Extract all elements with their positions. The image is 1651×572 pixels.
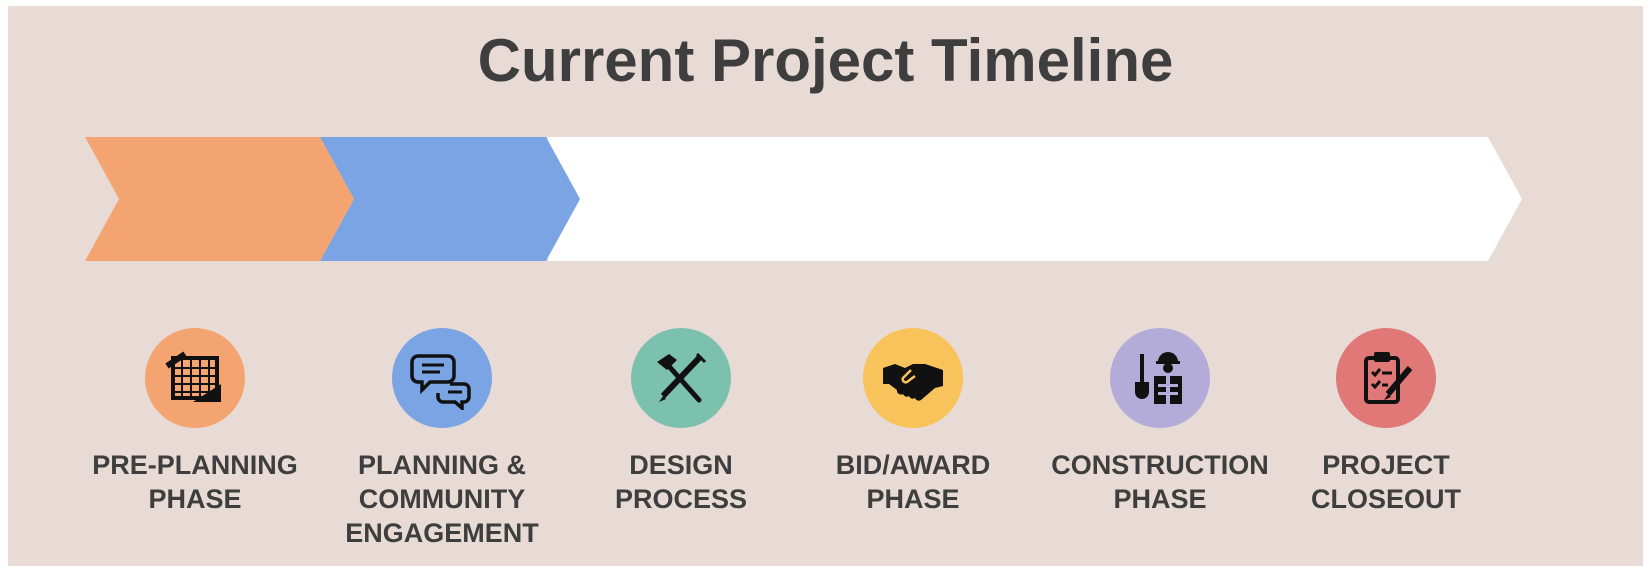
completed-phase-arrow-segment [85,137,354,261]
calendar-icon [145,328,245,428]
phase-pre-planning: PRE-PLANNING PHASE [70,328,320,516]
page-title: Current Project Timeline [477,27,1174,94]
clipboard-checklist-icon [1336,328,1436,428]
phase-label: CONSTRUCTION PHASE [1051,450,1269,514]
progress-arrow [85,137,1522,261]
timeline-panel: Current Project Timeline PRE-PLANNING PH… [8,6,1643,566]
current-phase-arrow-segment [320,137,580,261]
hammer-pencil-icon [631,328,731,428]
phase-label: PLANNING & COMMUNITY ENGAGEMENT [345,450,539,548]
phase-construction: CONSTRUCTION PHASE [1035,328,1285,516]
phase-design-process: DESIGN PROCESS [556,328,806,516]
phase-planning-community-engagement: PLANNING & COMMUNITY ENGAGEMENT [317,328,567,550]
phase-bid-award: BID/AWARD PHASE [788,328,1038,516]
remaining-phases-arrow [548,137,1522,261]
phase-label: PRE-PLANNING PHASE [92,450,298,514]
phase-label: DESIGN PROCESS [614,450,748,514]
phase-project-closeout: PROJECT CLOSEOUT [1261,328,1511,516]
phase-label: BID/AWARD PHASE [835,450,991,514]
construction-worker-icon [1110,328,1210,428]
chat-bubbles-icon [392,328,492,428]
phase-label: PROJECT CLOSEOUT [1310,450,1461,514]
handshake-icon [863,328,963,428]
